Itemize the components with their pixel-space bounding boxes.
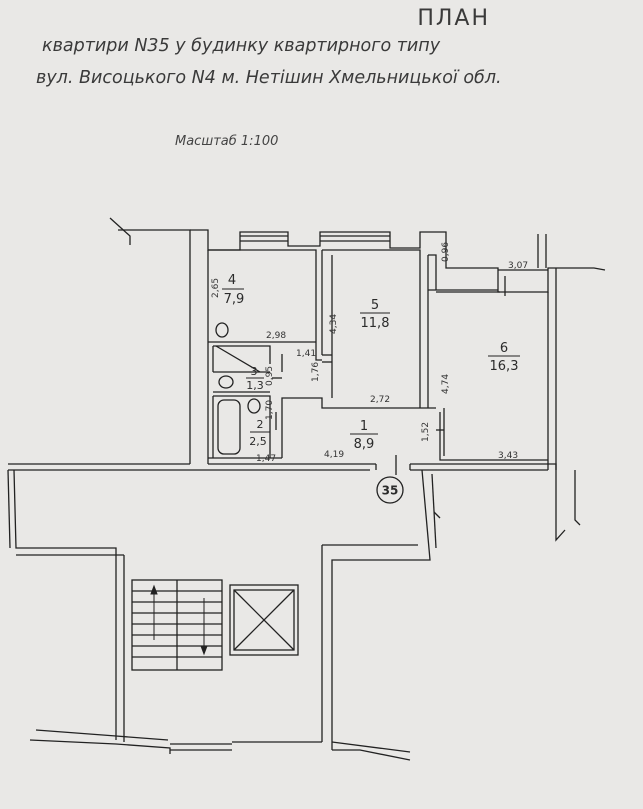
room-5-area: 11,8 xyxy=(361,316,390,331)
room-6-area: 16,3 xyxy=(490,359,519,374)
dim-1-47: 1,47 xyxy=(256,454,276,464)
plan-subtitle-apartment: квартири N35 у будинку квартирного типу xyxy=(42,36,441,56)
room-4-number: 4 xyxy=(228,273,236,288)
room-5-number: 5 xyxy=(371,298,379,313)
dim-4-74: 4,74 xyxy=(441,374,451,394)
dim-4-34: 4,34 xyxy=(329,314,339,334)
dim-1-70: 1,70 xyxy=(265,400,275,420)
room-2-number: 2 xyxy=(257,418,264,431)
plan-subtitle-address: вул. Висоцького N4 м. Нетішин Хмельницьк… xyxy=(36,68,502,88)
dim-0-96: 0,96 xyxy=(441,242,451,262)
dim-4-19: 4,19 xyxy=(324,450,344,460)
apartment-number: 35 xyxy=(382,484,399,498)
plan-title: ПЛАН xyxy=(417,6,490,31)
room-3-number: 3 xyxy=(251,365,258,378)
room-3-area: 1,3 xyxy=(246,379,264,392)
room-1-number: 1 xyxy=(360,419,368,434)
room-1-area: 8,9 xyxy=(354,437,375,452)
dim-2-65: 2,65 xyxy=(211,278,221,298)
dim-3-43: 3,43 xyxy=(498,451,518,461)
dim-1-41: 1,41 xyxy=(296,349,316,359)
dim-1-52: 1,52 xyxy=(421,422,431,442)
room-2-area: 2,5 xyxy=(249,435,267,448)
room-6-number: 6 xyxy=(500,341,508,356)
apartment-number-circle xyxy=(376,476,404,504)
stair-arrow xyxy=(150,584,208,656)
room-4-area: 7,9 xyxy=(224,292,245,307)
dim-2-98: 2,98 xyxy=(266,331,286,341)
plan-scale: Масштаб 1:100 xyxy=(175,134,279,149)
dim-1-76: 1,76 xyxy=(311,362,321,382)
dim-3-07: 3,07 xyxy=(508,261,528,271)
dim-0-95: 0,95 xyxy=(265,366,275,386)
dim-2-72: 2,72 xyxy=(370,395,390,405)
